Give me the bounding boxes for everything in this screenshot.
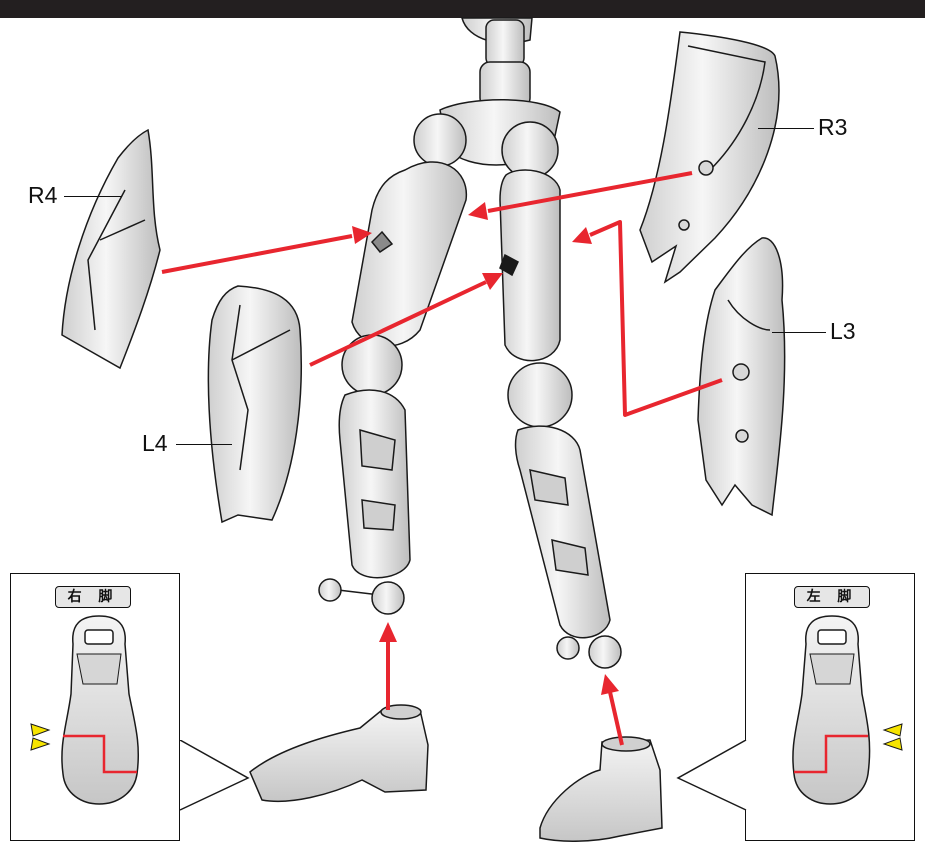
right-foot-sole-icon xyxy=(11,574,181,842)
leader-l4 xyxy=(176,444,232,445)
part-l4 xyxy=(208,286,301,522)
callout-left-foot: 左 脚 xyxy=(745,573,915,841)
left-foot-part xyxy=(540,737,662,841)
right-leg-frame xyxy=(319,114,466,614)
label-r4: R4 xyxy=(28,184,57,207)
part-r4 xyxy=(62,130,160,368)
label-l3: L3 xyxy=(830,320,856,343)
callout-left-pointer xyxy=(668,740,748,820)
label-r3: R3 xyxy=(818,116,847,139)
leader-r4 xyxy=(64,196,122,197)
right-foot-part xyxy=(250,705,428,801)
label-l4: L4 xyxy=(142,432,168,455)
leader-l3 xyxy=(772,332,826,333)
leader-r3 xyxy=(758,128,814,129)
callout-right-foot: 右 脚 xyxy=(10,573,180,841)
callout-right-pointer xyxy=(178,740,258,820)
left-foot-sole-icon xyxy=(746,574,916,842)
part-l3 xyxy=(698,238,785,515)
